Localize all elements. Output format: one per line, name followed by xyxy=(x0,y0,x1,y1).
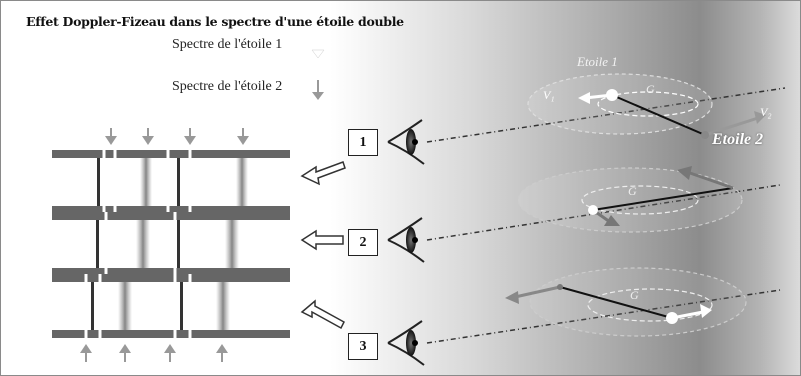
spectrum-3 xyxy=(52,274,290,338)
legend-arrow-star2 xyxy=(312,80,324,100)
orbit-system-1 xyxy=(527,73,766,139)
spectrum-2 xyxy=(52,212,290,276)
orbit-system-2 xyxy=(517,166,743,233)
label-velocity-2: V₂ xyxy=(760,105,772,119)
observer-label-2: 2 xyxy=(348,229,378,256)
lines-of-sight xyxy=(426,87,786,344)
diagram-title: Effet Doppler-Fizeau dans le spectre d'u… xyxy=(26,14,404,29)
bottom-arrows xyxy=(80,344,228,362)
hollow-arrows xyxy=(300,161,346,330)
eye-1 xyxy=(387,119,425,165)
spectra-panel xyxy=(52,128,290,362)
spectrum-1 xyxy=(52,150,290,214)
label-velocity-1: V₁ xyxy=(543,88,555,102)
legend-star2: Spectre de l'étoile 2 xyxy=(172,79,283,94)
orbit-system-3 xyxy=(505,267,747,337)
eye-2 xyxy=(387,217,425,263)
label-center-2: G xyxy=(628,184,637,198)
observer-label-3: 3 xyxy=(348,333,378,360)
label-etoile-2: Etoile 2 xyxy=(712,131,764,148)
label-center-1: G xyxy=(646,82,655,96)
observer-label-1: 1 xyxy=(348,129,378,156)
eye-3 xyxy=(387,320,425,366)
legend-star1: Spectre de l'étoile 1 xyxy=(172,37,283,52)
top-arrows xyxy=(105,128,249,145)
label-etoile-1: Etoile 1 xyxy=(577,54,618,69)
label-center-3: G xyxy=(630,288,639,302)
legend-arrow-star1 xyxy=(311,38,325,59)
